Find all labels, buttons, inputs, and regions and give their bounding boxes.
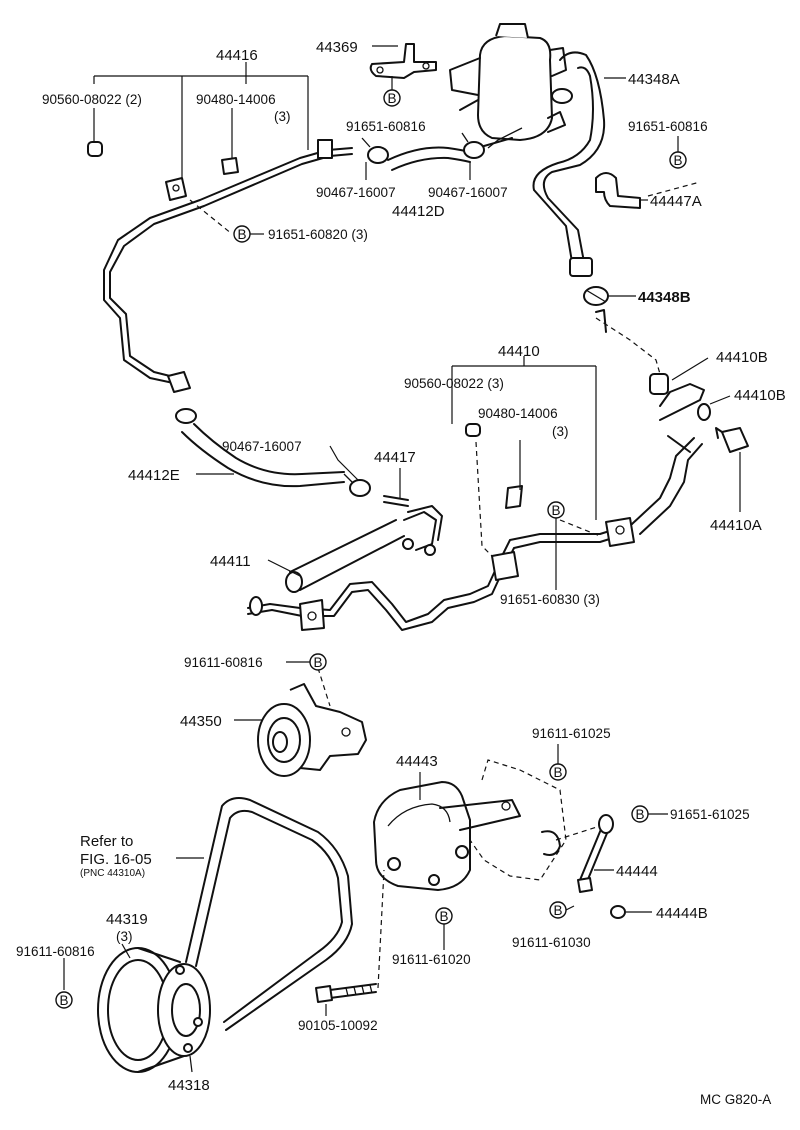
bolt-marker-2: B [669, 151, 687, 169]
clamp-44447A [595, 172, 701, 209]
label-91611-61020: 91611-61020 [392, 952, 471, 967]
diagram-code: MC G820-A [700, 1092, 771, 1107]
reservoir-tank [449, 23, 567, 149]
label-90480-14006-lower-qty: (3) [552, 424, 569, 439]
hose-44412D [361, 132, 513, 171]
bolt-marker-7: B [631, 805, 649, 823]
label-44319-qty: (3) [116, 929, 133, 944]
label-90480-14006-upper-qty: (3) [274, 109, 291, 124]
svg-text:B: B [551, 503, 560, 518]
label-91651-60816-left: 91651-60816 [346, 119, 426, 134]
label-90560-08022-upper: 90560-08022 (2) [42, 92, 142, 107]
union-bolt-44410A [715, 427, 749, 453]
label-91611-61025: 91611-61025 [532, 726, 611, 741]
label-44410: 44410 [498, 343, 540, 360]
grommet-90560-lower [465, 423, 481, 437]
label-91611-60816-upper: 91611-60816 [184, 655, 263, 670]
label-refer-line1: Refer to [80, 833, 133, 850]
hose-44348A [532, 51, 606, 277]
svg-text:B: B [673, 153, 682, 168]
bolt-marker-1: B [383, 89, 401, 107]
label-91651-61025: 91651-61025 [670, 807, 750, 822]
svg-text:B: B [237, 227, 246, 242]
label-44412E: 44412E [128, 467, 180, 484]
label-90105-10092: 90105-10092 [298, 1018, 378, 1033]
bolt-marker-8: B [549, 901, 567, 919]
label-44318: 44318 [168, 1077, 210, 1094]
hose-44412E [175, 408, 371, 497]
v-belt [185, 797, 353, 1031]
gasket-44410B [697, 403, 711, 421]
label-refer-line2: FIG. 16-05 [80, 851, 152, 868]
label-44412D: 44412D [392, 203, 445, 220]
label-90467-16007-right: 90467-16007 [428, 185, 508, 200]
label-91651-60816-right: 91651-60816 [628, 119, 708, 134]
label-44444: 44444 [616, 863, 658, 880]
label-90480-14006-upper: 90480-14006 [196, 92, 276, 107]
bolt-marker-10: B [55, 991, 73, 1009]
label-44444B: 44444B [656, 905, 708, 922]
grommet-90480-upper [221, 157, 239, 175]
label-44447A: 44447A [650, 193, 702, 210]
svg-text:B: B [553, 765, 562, 780]
label-90467-16007-left: 90467-16007 [316, 185, 396, 200]
bolt-marker-5: B [309, 653, 327, 671]
label-44369: 44369 [316, 39, 358, 56]
label-refer-line3: (PNC 44310A) [80, 868, 145, 879]
label-44350: 44350 [180, 713, 222, 730]
svg-text:B: B [439, 909, 448, 924]
bolt-marker-9: B [435, 907, 453, 925]
svg-text:B: B [313, 655, 322, 670]
label-91611-61030: 91611-61030 [512, 935, 591, 950]
label-44348B: 44348B [638, 289, 691, 306]
bolt-marker-6: B [549, 763, 567, 781]
svg-text:B: B [553, 903, 562, 918]
svg-text:B: B [59, 993, 68, 1008]
label-44319: 44319 [106, 911, 148, 928]
bolt-marker-4: B [547, 501, 565, 519]
label-90480-14006-lower: 90480-14006 [478, 406, 558, 421]
label-44417: 44417 [374, 449, 416, 466]
grommet-90560-upper [87, 141, 103, 157]
hose-44411 [285, 505, 443, 593]
pressure-line-44416 [103, 139, 353, 393]
label-44411: 44411 [210, 553, 251, 570]
bracket-44369 [369, 43, 437, 79]
label-44410B-upper: 44410B [716, 349, 768, 366]
pulley-44318 [157, 963, 211, 1057]
label-44410A: 44410A [710, 517, 762, 534]
label-44410B-lower: 44410B [734, 387, 786, 404]
label-91651-60830: 91651-60830 (3) [500, 592, 600, 607]
nut-44444B [610, 905, 626, 919]
label-90467-16007-lower: 90467-16007 [222, 439, 302, 454]
tube-44417 [383, 495, 409, 507]
label-44348A: 44348A [628, 71, 680, 88]
label-91611-60816-lower: 91611-60816 [16, 944, 95, 959]
label-91651-60820: 91651-60820 (3) [268, 227, 368, 242]
pressure-line-44410 [247, 309, 705, 631]
grommet-90480-lower [505, 485, 523, 509]
vane-pump-44443 [373, 759, 601, 891]
clamp-44348B [583, 286, 609, 306]
leader-lines [63, 45, 741, 1073]
pulley-44350 [257, 667, 367, 777]
adjust-bar-44444 [577, 814, 614, 893]
svg-text:B: B [635, 807, 644, 822]
bolt-marker-3: B [233, 225, 251, 243]
bolt-90105 [315, 869, 385, 1003]
svg-text:B: B [387, 91, 396, 106]
label-44443: 44443 [396, 753, 438, 770]
label-44416: 44416 [216, 47, 258, 64]
label-90560-08022-lower: 90560-08022 (3) [404, 376, 504, 391]
